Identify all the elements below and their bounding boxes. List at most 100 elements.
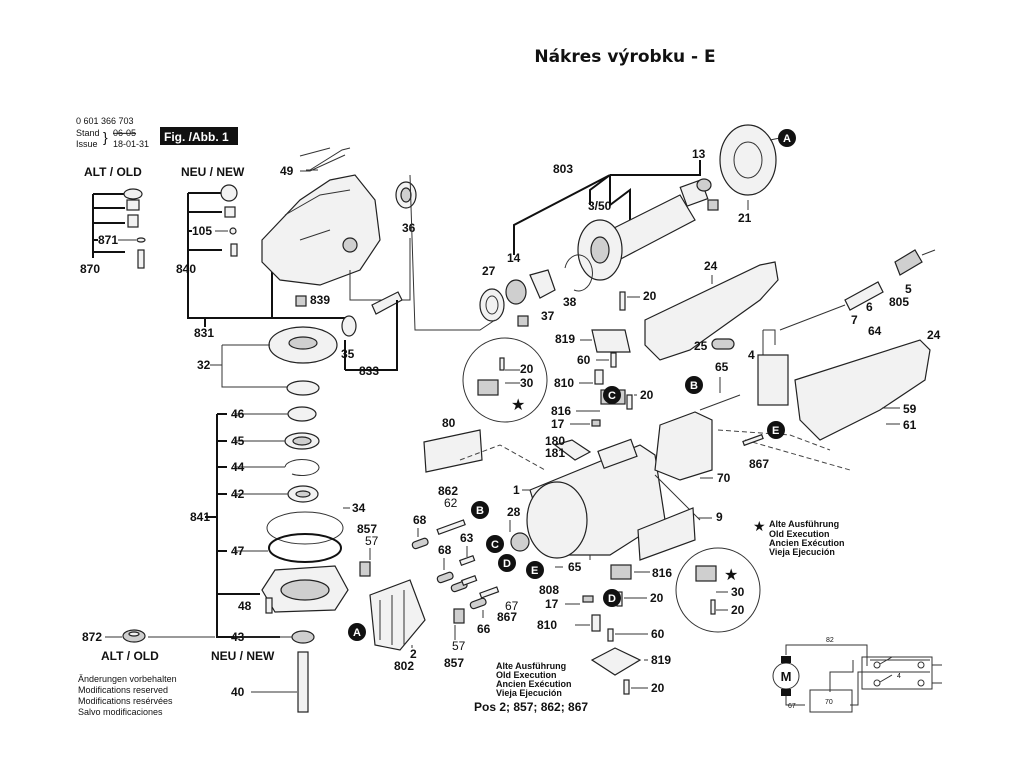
label-30-a: 30: [520, 376, 534, 390]
old-execution-inset-upper: [462, 337, 548, 423]
svg-text:C: C: [491, 539, 499, 551]
motor-symbol: M: [781, 669, 792, 684]
label-841: 841: [190, 510, 210, 524]
label-840: 840: [176, 262, 196, 276]
star-icon: ★: [724, 565, 738, 584]
label-48: 48: [238, 599, 252, 613]
label-68-b: 68: [438, 543, 452, 557]
brush-plate-lower: [582, 564, 642, 695]
marker-C-left: C: [486, 535, 504, 553]
label-60-b: 60: [651, 627, 665, 641]
label-4: 4: [748, 348, 755, 362]
note-line: Salvo modificaciones: [78, 707, 163, 717]
label-13: 13: [692, 147, 706, 161]
label-42: 42: [231, 487, 245, 501]
label-831: 831: [194, 326, 214, 340]
part-872: [122, 629, 146, 643]
page-title: Nákres výrobku - E: [534, 47, 716, 67]
label-44: 44: [231, 460, 245, 474]
label-802: 802: [394, 659, 414, 673]
bearing-stack: [261, 406, 349, 713]
part-36: [395, 181, 417, 209]
label-45: 45: [231, 434, 245, 448]
brush-plate-upper: [591, 291, 633, 427]
connectors: [359, 519, 530, 624]
bearing-group-14: [479, 254, 593, 327]
label-43: 43: [231, 630, 245, 644]
note-line: Modifications resérvées: [78, 696, 173, 706]
switch-4: [757, 354, 789, 406]
label-24-lower: 24: [927, 328, 941, 342]
label-839: 839: [310, 293, 330, 307]
label-17-b: 17: [545, 597, 559, 611]
svg-text:B: B: [690, 380, 698, 392]
note-line: Modifications reserved: [78, 685, 168, 695]
svg-text:E: E: [772, 425, 779, 437]
label-805: 805: [889, 295, 909, 309]
label-47: 47: [231, 544, 245, 558]
armature: [577, 124, 777, 281]
label-24-upper: 24: [704, 259, 718, 273]
modifications-note: Änderungen vorbehalten Modifications res…: [78, 674, 177, 717]
label-833: 833: [359, 364, 379, 378]
label-20-e: 20: [731, 603, 745, 617]
legend-line: Old Execution: [496, 670, 557, 680]
switch-4-box: 4: [897, 673, 901, 680]
label-870: 870: [80, 262, 100, 276]
label-14: 14: [507, 251, 521, 265]
label-34: 34: [352, 501, 366, 515]
svg-text:D: D: [503, 558, 511, 570]
label-49: 49: [280, 164, 294, 178]
svg-text:E: E: [531, 565, 538, 577]
label-62: 62: [444, 496, 458, 510]
old-execution-inset-lower: [675, 547, 761, 633]
legend-line: Alte Ausführung: [769, 519, 839, 529]
part-867: [742, 433, 764, 447]
field-stator-802: [369, 579, 426, 651]
label-57-a: 57: [365, 534, 379, 548]
marker-B-right: B: [685, 376, 703, 394]
star-icon: ★: [753, 519, 766, 535]
bracket-870: [92, 188, 146, 269]
handle-24-lower: [794, 339, 931, 441]
part-number: 0 601 366 703: [76, 116, 134, 126]
label-867-b: 867: [497, 610, 517, 624]
stand-value: 06-05: [113, 128, 136, 138]
pinion-833: [341, 291, 403, 337]
label-67: 67: [505, 599, 519, 613]
new-variant-heading: NEU / NEW: [181, 165, 245, 179]
label-68-a: 68: [413, 513, 427, 527]
svg-text:D: D: [608, 593, 616, 605]
star-icon: ★: [511, 395, 525, 414]
header-block: 0 601 366 703 Stand Issue } 06-05 18-01-…: [76, 116, 238, 149]
electronic-module-70: [654, 394, 741, 481]
label-857-b: 857: [444, 656, 464, 670]
label-816-a: 816: [551, 404, 571, 418]
wiring-schematic: [772, 644, 942, 713]
figure-badge-bg: [160, 127, 238, 145]
legend-line: Vieja Ejecución: [769, 547, 835, 557]
issue-value: 18-01-31: [113, 139, 149, 149]
label-20-c: 20: [640, 388, 654, 402]
label-819-a: 819: [555, 332, 575, 346]
label-872: 872: [82, 630, 102, 644]
bevel-gear-32: [268, 326, 338, 396]
positions-list: Pos 2; 857; 862; 867: [474, 700, 588, 714]
power-cord: [779, 249, 936, 331]
label-80: 80: [442, 416, 456, 430]
label-21: 21: [738, 211, 752, 225]
label-871: 871: [98, 233, 118, 247]
svg-text:B: B: [476, 505, 484, 517]
svg-text:C: C: [608, 390, 616, 402]
wire-67: 67: [788, 703, 796, 710]
label-36: 36: [402, 221, 416, 235]
wire-82: 82: [826, 637, 834, 644]
legend-line: Vieja Ejecución: [496, 688, 562, 698]
label-65-a: 65: [715, 360, 729, 374]
label-plate-80: [423, 429, 483, 473]
marker-E-right: E: [767, 421, 785, 439]
label-181: 181: [545, 446, 565, 460]
marker-D-left: D: [498, 554, 516, 572]
label-27: 27: [482, 264, 496, 278]
marker-E-left: E: [526, 561, 544, 579]
